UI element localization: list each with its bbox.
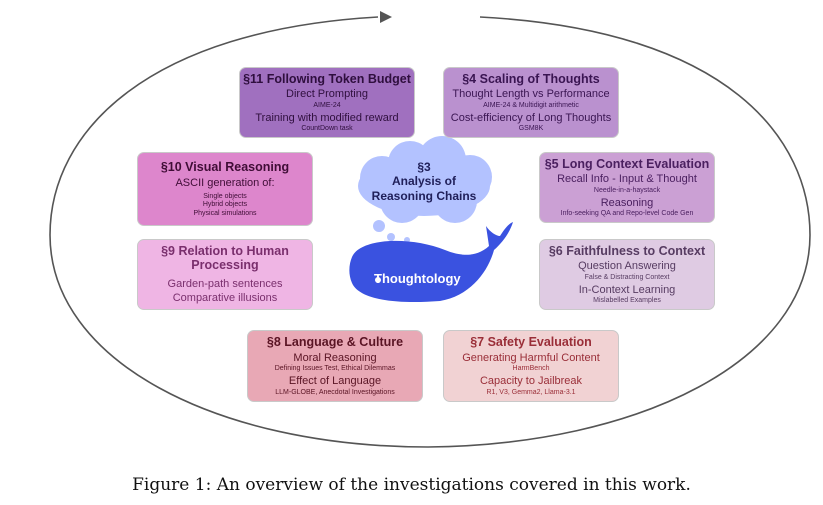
item-subtext: AIME-24 (313, 101, 341, 109)
cloud-title-line1: Analysis of (391, 174, 457, 189)
section-title: §5 Long Context Evaluation (544, 156, 710, 171)
section-11-box: §11 Following Token Budget Direct Prompt… (239, 67, 415, 138)
section-title-line2: Processing (191, 258, 259, 273)
item-subtext: Physical simulations (193, 209, 257, 217)
section-4-box: §4 Scaling of Thoughts Thought Length vs… (443, 67, 619, 138)
item-subtext: False & Distracting Context (584, 273, 670, 281)
cloud-title-line2: Reasoning Chains (371, 188, 477, 203)
thought-bubble-large (373, 220, 385, 232)
item-label: ASCII generation of: (175, 176, 275, 189)
item-subtext: Hybrid objects (202, 201, 248, 209)
section-title: §11 Following Token Budget (243, 71, 411, 86)
item-subtext: HarmBench (512, 365, 550, 373)
item-label: Moral Reasoning (293, 351, 377, 364)
cloud-label: §3 Analysis of Reasoning Chains (362, 160, 486, 203)
thought-cloud (358, 136, 492, 223)
item-label: Reasoning (600, 196, 654, 209)
item-label: Direct Prompting (286, 88, 368, 100)
section-10-box: §10 Visual Reasoning ASCII generation of… (137, 152, 313, 226)
whale-icon (349, 222, 513, 303)
cycle-arrow-head (380, 11, 392, 23)
item-subtext: CountDown task (301, 125, 353, 133)
section-5-box: §5 Long Context Evaluation Recall Info -… (539, 152, 715, 223)
item-subtext: Needle-in-a-haystack (593, 186, 661, 194)
thought-bubble-medium (387, 233, 395, 241)
item-subtext: Single objects (203, 193, 247, 201)
item-subtext: LLM-GLOBE, Anecdotal Investigations (275, 388, 395, 396)
item-label: Recall Info - Input & Thought (557, 173, 697, 185)
item-subtext: GSM8K (518, 125, 544, 133)
section-9-box: §9 Relation to Human Processing Garden-p… (137, 239, 313, 310)
section-title: §4 Scaling of Thoughts (462, 71, 600, 86)
item-label: Generating Harmful Content (462, 351, 600, 364)
item-label: Comparative illusions (172, 292, 278, 305)
item-subtext: Mislabelled Examples (593, 297, 661, 305)
item-label: Thought Length vs Performance (452, 88, 610, 100)
section-6-box: §6 Faithfulness to Context Question Answ… (539, 239, 715, 310)
item-subtext: Info-seeking QA and Repo-level Code Gen (560, 210, 694, 218)
section-7-box: §7 Safety Evaluation Generating Harmful … (443, 330, 619, 402)
item-label: Effect of Language (288, 375, 382, 388)
section-title: §8 Language & Culture (266, 335, 404, 350)
section-8-box: §8 Language & Culture Moral Reasoning De… (247, 330, 423, 402)
cloud-section-number: §3 (417, 160, 431, 174)
item-label: Cost-efficiency of Long Thoughts (450, 111, 612, 124)
whale-eye (375, 277, 381, 283)
figure-caption: Figure 1: An overview of the investigati… (132, 475, 691, 495)
whale-label: Thoughtology (374, 271, 461, 286)
section-title: §10 Visual Reasoning (160, 160, 290, 175)
item-label: Training with modified reward (255, 111, 399, 124)
item-label: Question Answering (578, 260, 676, 272)
item-subtext: Defining Issues Test, Ethical Dilemmas (274, 365, 396, 373)
item-label: Capacity to Jailbreak (479, 375, 583, 388)
item-label: Garden-path sentences (167, 277, 283, 290)
item-label: In-Context Learning (578, 283, 676, 296)
cycle-ellipse (49, 16, 811, 448)
item-subtext: R1, V3, Gemma2, Llama-3.1 (486, 388, 576, 396)
section-title: §6 Faithfulness to Context (548, 243, 706, 258)
item-subtext: AIME-24 & Multidigit arithmetic (483, 101, 579, 109)
section-title-line1: §9 Relation to Human (161, 243, 289, 258)
section-title: §7 Safety Evaluation (470, 335, 592, 350)
